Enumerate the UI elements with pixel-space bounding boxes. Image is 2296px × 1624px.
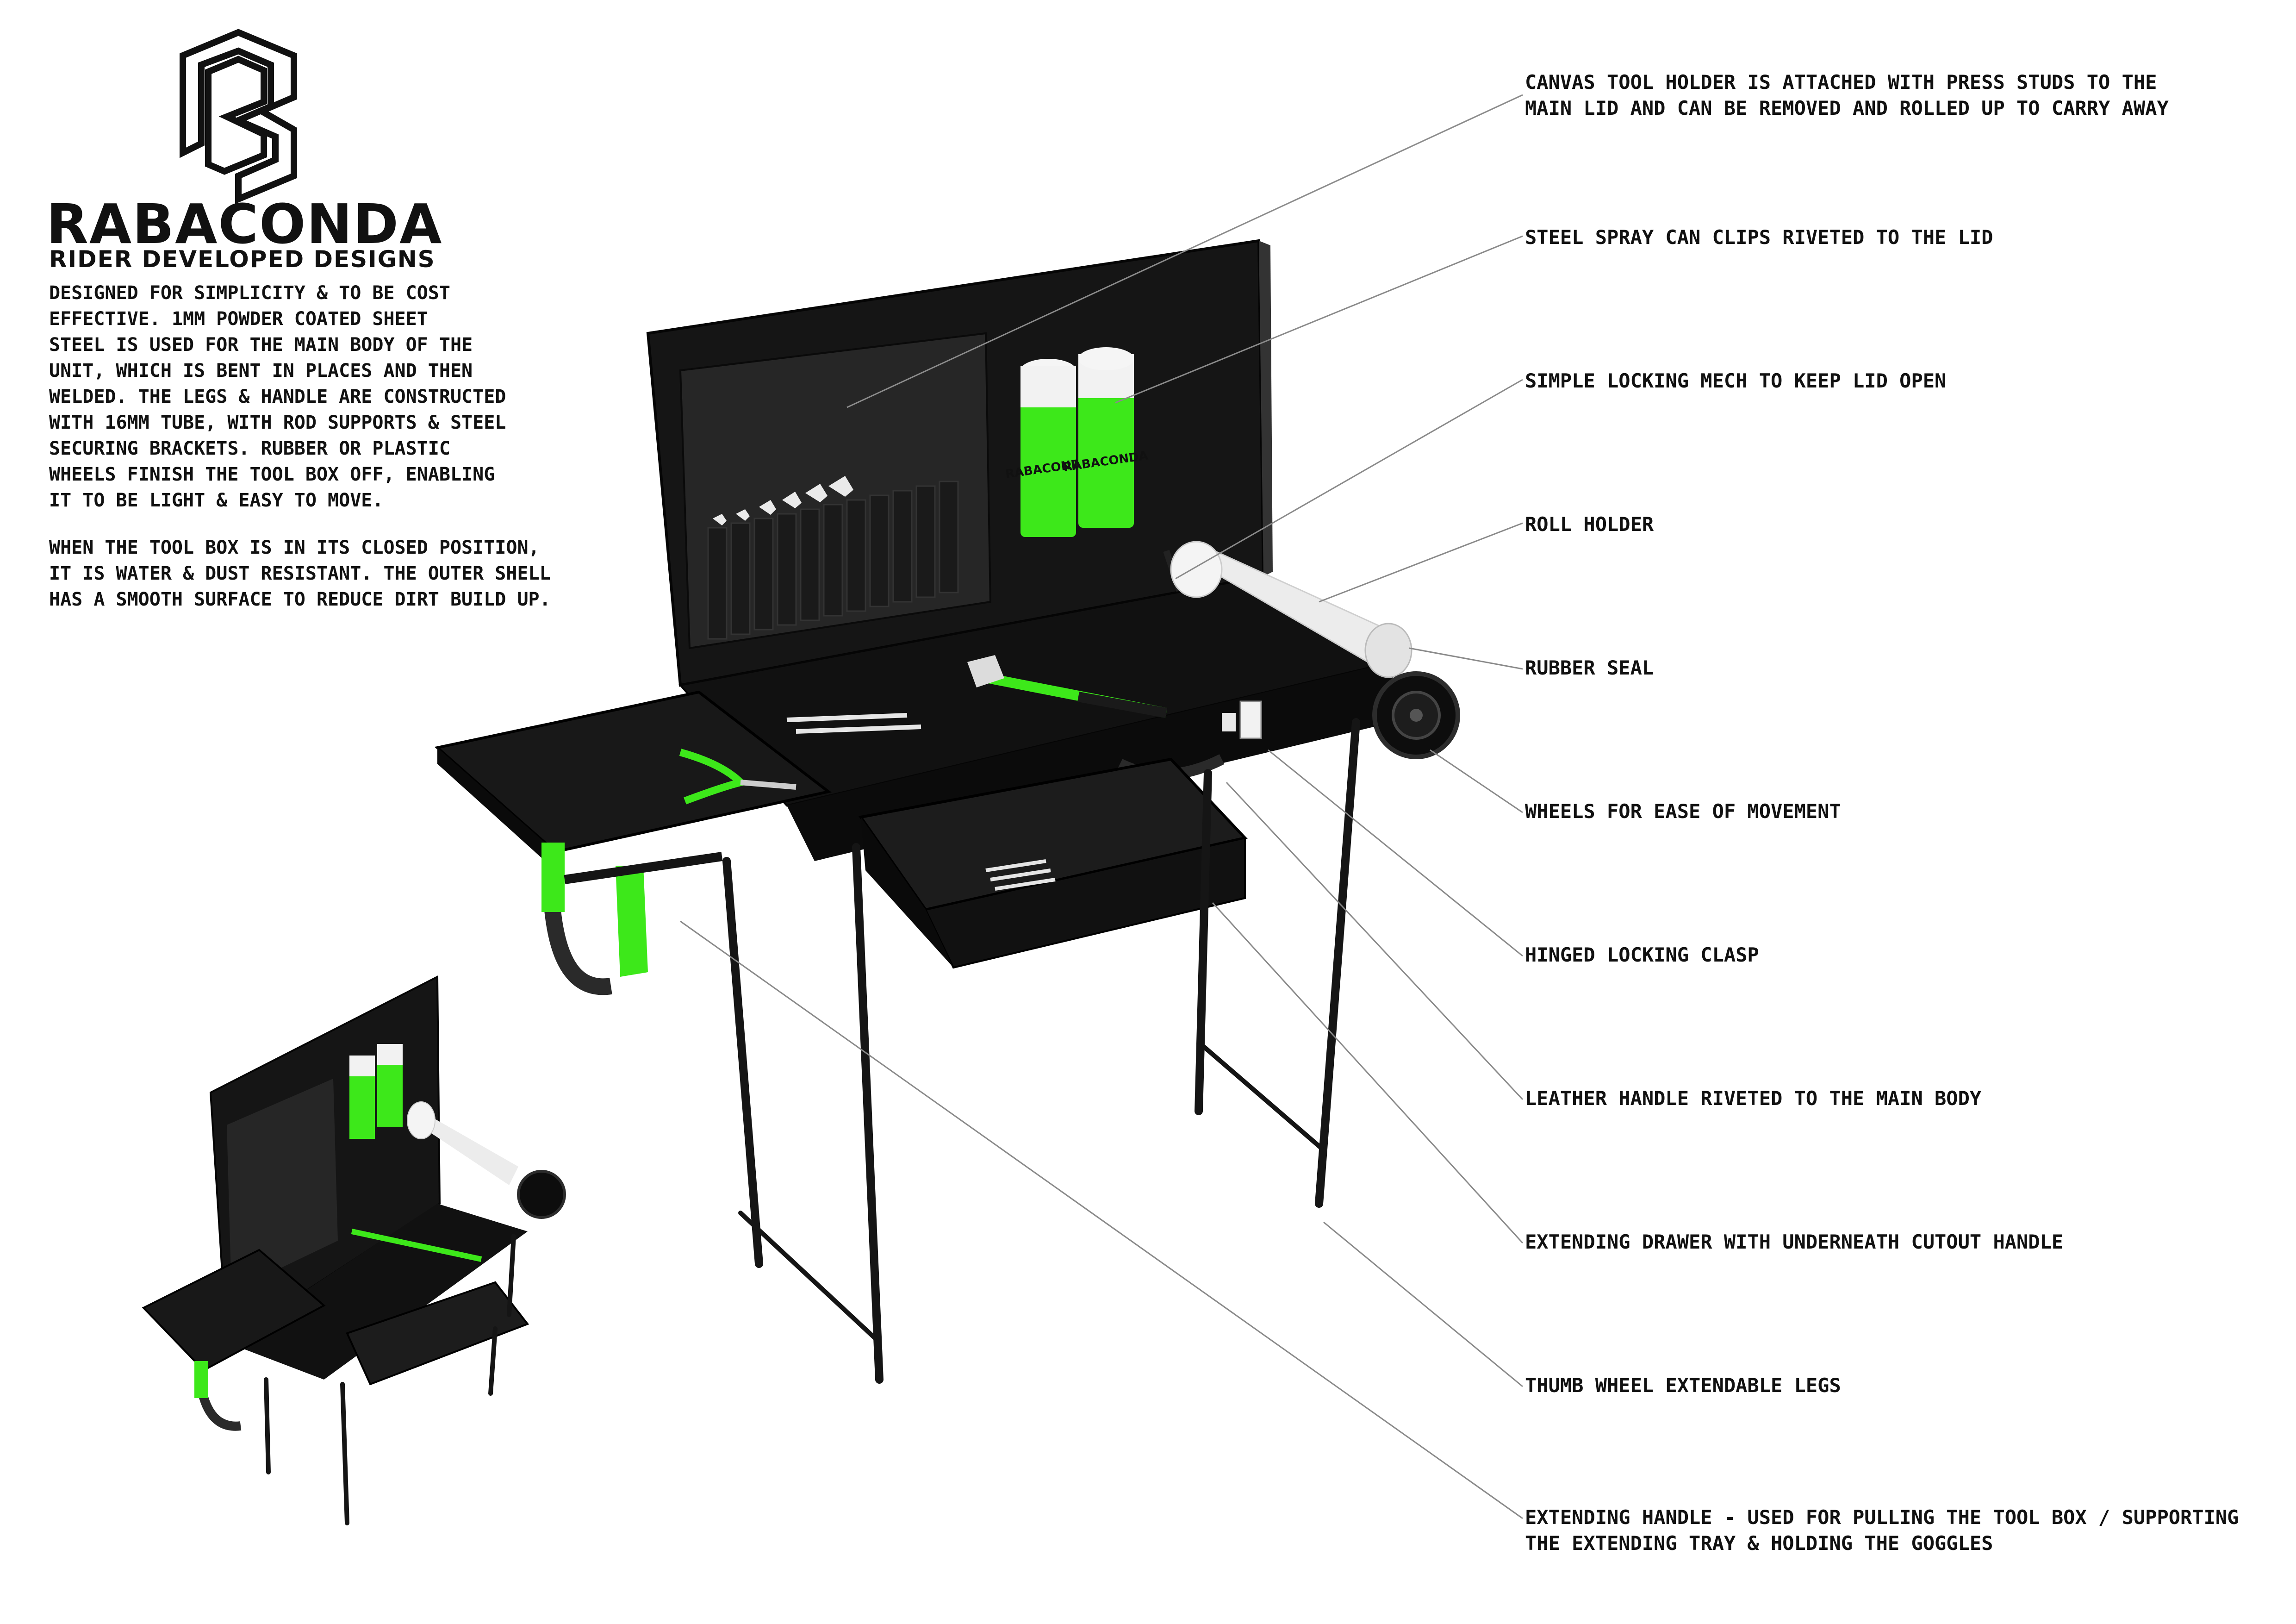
wheel xyxy=(1372,671,1460,759)
callout-canvas-tool-holder: CANVAS TOOL HOLDER IS ATTACHED WITH PRES… xyxy=(1525,71,2169,119)
brand-name: RABACONDA xyxy=(46,192,443,256)
callout-locking-mech: SIMPLE LOCKING MECH TO KEEP LID OPEN xyxy=(1525,369,1947,392)
leader-lines xyxy=(680,94,1524,1519)
allen-keys xyxy=(786,713,921,734)
pliers xyxy=(679,749,796,805)
callout-spray-can-clips: STEEL SPRAY CAN CLIPS RIVETED TO THE LID xyxy=(1525,226,1993,249)
spanner-heads xyxy=(713,476,853,525)
main-toolbox-render: RABACONDA RABACONDA xyxy=(434,239,1460,1384)
callout-wheels: WHEELS FOR EASE OF MOVEMENT xyxy=(1525,800,1841,823)
callout-rubber-seal: RUBBER SEAL xyxy=(1525,656,1654,679)
description-paragraph-2: WHEN THE TOOL BOX IS IN ITS CLOSED POSIT… xyxy=(49,537,551,610)
spanner-pockets xyxy=(707,481,959,640)
brand-tagline: RIDER DEVELOPED DESIGNS xyxy=(49,246,436,273)
hex-key-set xyxy=(985,859,1056,891)
callout-locking-clasp: HINGED LOCKING CLASP xyxy=(1525,943,1759,966)
locking-clasp xyxy=(1239,700,1262,739)
callout-extending-drawer: EXTENDING DRAWER WITH UNDERNEATH CUTOUT … xyxy=(1525,1230,2064,1253)
callout-extendable-legs: THUMB WHEEL EXTENDABLE LEGS xyxy=(1525,1374,1841,1397)
paper-roll xyxy=(1170,541,1412,678)
description-paragraph-1: DESIGNED FOR SIMPLICITY & TO BE COST EFF… xyxy=(49,282,506,511)
callout-roll-holder: ROLL HOLDER xyxy=(1525,513,1654,536)
callout-extending-handle: EXTENDING HANDLE - USED FOR PULLING THE … xyxy=(1525,1506,2239,1555)
extending-handle xyxy=(541,843,723,995)
callout-leather-handle: LEATHER HANDLE RIVETED TO THE MAIN BODY xyxy=(1525,1087,1982,1110)
extendable-legs xyxy=(722,718,1360,1384)
hammer xyxy=(967,655,1168,718)
small-toolbox-render xyxy=(142,975,566,1525)
rabaconda-logo-icon xyxy=(180,29,297,204)
